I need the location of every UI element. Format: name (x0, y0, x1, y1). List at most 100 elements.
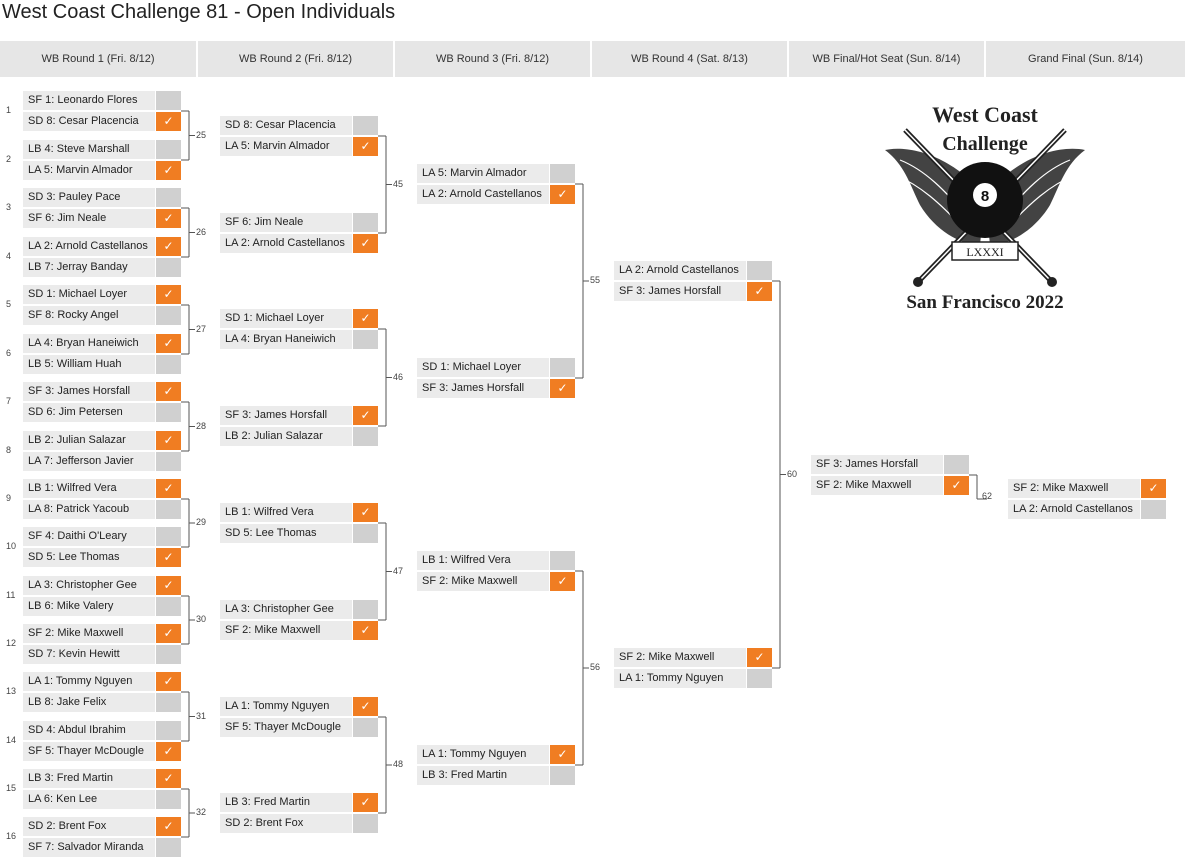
winner-check-icon: ✓ (944, 476, 969, 495)
result-box (156, 790, 181, 809)
player-slot[interactable]: SF 2: Mike Maxwell✓ (417, 572, 575, 591)
player-slot[interactable]: LB 1: Wilfred Vera✓ (23, 479, 181, 498)
game-number: 62 (982, 491, 993, 501)
player-slot[interactable]: SD 5: Lee Thomas (220, 524, 378, 543)
player-slot[interactable]: SD 7: Kevin Hewitt (23, 645, 181, 664)
player-slot[interactable]: SF 6: Jim Neale (220, 213, 378, 232)
result-box (353, 330, 378, 349)
player-slot[interactable]: LB 4: Steve Marshall (23, 140, 181, 159)
logo-numeral: LXXXI (966, 245, 1003, 259)
player-slot[interactable]: LA 2: Arnold Castellanos✓ (23, 237, 181, 256)
player-slot[interactable]: LB 3: Fred Martin✓ (23, 769, 181, 788)
player-slot[interactable]: LA 5: Marvin Almador (417, 164, 575, 183)
game-number: 27 (196, 323, 207, 334)
player-name: LA 2: Arnold Castellanos (417, 185, 549, 204)
game-number: 45 (393, 178, 404, 189)
player-slot[interactable]: LA 8: Patrick Yacoub (23, 500, 181, 519)
player-slot[interactable]: LB 6: Mike Valery (23, 597, 181, 616)
player-slot[interactable]: LA 4: Bryan Haneiwich (220, 330, 378, 349)
player-slot[interactable]: SF 1: Leonardo Flores (23, 91, 181, 110)
player-slot[interactable]: LA 2: Arnold Castellanos (1008, 500, 1166, 519)
player-slot[interactable]: SF 5: Thayer McDougle✓ (23, 742, 181, 761)
player-slot[interactable]: SF 4: Daithi O'Leary (23, 527, 181, 546)
player-slot[interactable]: SD 4: Abdul Ibrahim (23, 721, 181, 740)
player-slot[interactable]: LA 1: Tommy Nguyen✓ (23, 672, 181, 691)
winner-check-icon: ✓ (747, 648, 772, 667)
player-name: SD 5: Lee Thomas (23, 548, 155, 567)
player-name: LB 3: Fred Martin (23, 769, 155, 788)
player-slot[interactable]: LB 7: Jerray Banday (23, 258, 181, 277)
player-name: LA 2: Arnold Castellanos (614, 261, 746, 280)
player-slot[interactable]: LB 3: Fred Martin✓ (220, 793, 378, 812)
player-slot[interactable]: SD 2: Brent Fox (220, 814, 378, 833)
player-slot[interactable]: SF 2: Mike Maxwell✓ (1008, 479, 1166, 498)
winner-check-icon: ✓ (156, 209, 181, 228)
player-slot[interactable]: SD 1: Michael Loyer✓ (23, 285, 181, 304)
player-slot[interactable]: LA 3: Christopher Gee✓ (23, 576, 181, 595)
winner-check-icon: ✓ (156, 334, 181, 353)
player-slot[interactable]: LA 4: Bryan Haneiwich✓ (23, 334, 181, 353)
logo-city: San Francisco 2022 (906, 292, 1063, 313)
player-slot[interactable]: SD 8: Cesar Placencia✓ (23, 112, 181, 131)
player-slot[interactable]: LA 5: Marvin Almador✓ (23, 161, 181, 180)
player-slot[interactable]: LA 5: Marvin Almador✓ (220, 137, 378, 156)
player-slot[interactable]: LB 3: Fred Martin (417, 766, 575, 785)
player-slot[interactable]: SF 3: James Horsfall (811, 455, 969, 474)
player-slot[interactable]: SF 2: Mike Maxwell✓ (220, 621, 378, 640)
result-box (353, 600, 378, 619)
player-slot[interactable]: SF 3: James Horsfall✓ (23, 382, 181, 401)
player-slot[interactable]: SF 2: Mike Maxwell✓ (811, 476, 969, 495)
player-name: SD 8: Cesar Placencia (23, 112, 155, 131)
player-slot[interactable]: LB 1: Wilfred Vera✓ (220, 503, 378, 522)
match-number: 10 (6, 541, 17, 551)
player-name: SF 3: James Horsfall (614, 282, 746, 301)
player-slot[interactable]: SF 7: Salvador Miranda (23, 838, 181, 857)
result-box (156, 645, 181, 664)
player-slot[interactable]: SF 3: James Horsfall✓ (614, 282, 772, 301)
player-name: SD 2: Brent Fox (220, 814, 352, 833)
player-slot[interactable]: LA 3: Christopher Gee (220, 600, 378, 619)
player-slot[interactable]: SD 2: Brent Fox✓ (23, 817, 181, 836)
game-number: 55 (590, 275, 601, 285)
player-slot[interactable]: LA 1: Tommy Nguyen✓ (417, 745, 575, 764)
player-slot[interactable]: LA 2: Arnold Castellanos✓ (417, 185, 575, 204)
result-box (156, 140, 181, 159)
player-slot[interactable]: LA 6: Ken Lee (23, 790, 181, 809)
player-slot[interactable]: LA 1: Tommy Nguyen (614, 669, 772, 688)
match-number: 16 (6, 831, 17, 841)
player-slot[interactable]: LB 8: Jake Felix (23, 693, 181, 712)
player-name: SF 2: Mike Maxwell (23, 624, 155, 643)
round-header-1: WB Round 1 (Fri. 8/12) (0, 41, 196, 77)
player-slot[interactable]: LA 2: Arnold Castellanos (614, 261, 772, 280)
result-box (353, 524, 378, 543)
player-slot[interactable]: SD 3: Pauley Pace (23, 188, 181, 207)
player-slot[interactable]: LB 2: Julian Salazar✓ (23, 431, 181, 450)
player-slot[interactable]: SD 1: Michael Loyer✓ (220, 309, 378, 328)
round-header-5: WB Final/Hot Seat (Sun. 8/14) (789, 41, 984, 77)
player-slot[interactable]: LA 2: Arnold Castellanos✓ (220, 234, 378, 253)
player-slot[interactable]: LA 1: Tommy Nguyen✓ (220, 697, 378, 716)
player-name: SD 1: Michael Loyer (23, 285, 155, 304)
player-name: SF 3: James Horsfall (220, 406, 352, 425)
player-slot[interactable]: SF 6: Jim Neale✓ (23, 209, 181, 228)
player-slot[interactable]: LB 1: Wilfred Vera (417, 551, 575, 570)
winner-check-icon: ✓ (747, 282, 772, 301)
player-slot[interactable]: SF 3: James Horsfall✓ (417, 379, 575, 398)
player-slot[interactable]: SF 8: Rocky Angel (23, 306, 181, 325)
player-slot[interactable]: SF 3: James Horsfall✓ (220, 406, 378, 425)
player-slot[interactable]: LA 7: Jefferson Javier (23, 452, 181, 471)
player-slot[interactable]: SF 5: Thayer McDougle (220, 718, 378, 737)
player-slot[interactable]: SD 5: Lee Thomas✓ (23, 548, 181, 567)
player-slot[interactable]: SD 1: Michael Loyer (417, 358, 575, 377)
player-slot[interactable]: SF 2: Mike Maxwell✓ (23, 624, 181, 643)
player-slot[interactable]: LB 5: William Huah (23, 355, 181, 374)
player-slot[interactable]: SD 6: Jim Petersen (23, 403, 181, 422)
player-name: SF 1: Leonardo Flores (23, 91, 155, 110)
player-slot[interactable]: SD 8: Cesar Placencia (220, 116, 378, 135)
result-box (550, 766, 575, 785)
player-name: SF 3: James Horsfall (811, 455, 943, 474)
player-slot[interactable]: LB 2: Julian Salazar (220, 427, 378, 446)
player-name: SF 2: Mike Maxwell (1008, 479, 1140, 498)
player-name: LB 8: Jake Felix (23, 693, 155, 712)
player-slot[interactable]: SF 2: Mike Maxwell✓ (614, 648, 772, 667)
